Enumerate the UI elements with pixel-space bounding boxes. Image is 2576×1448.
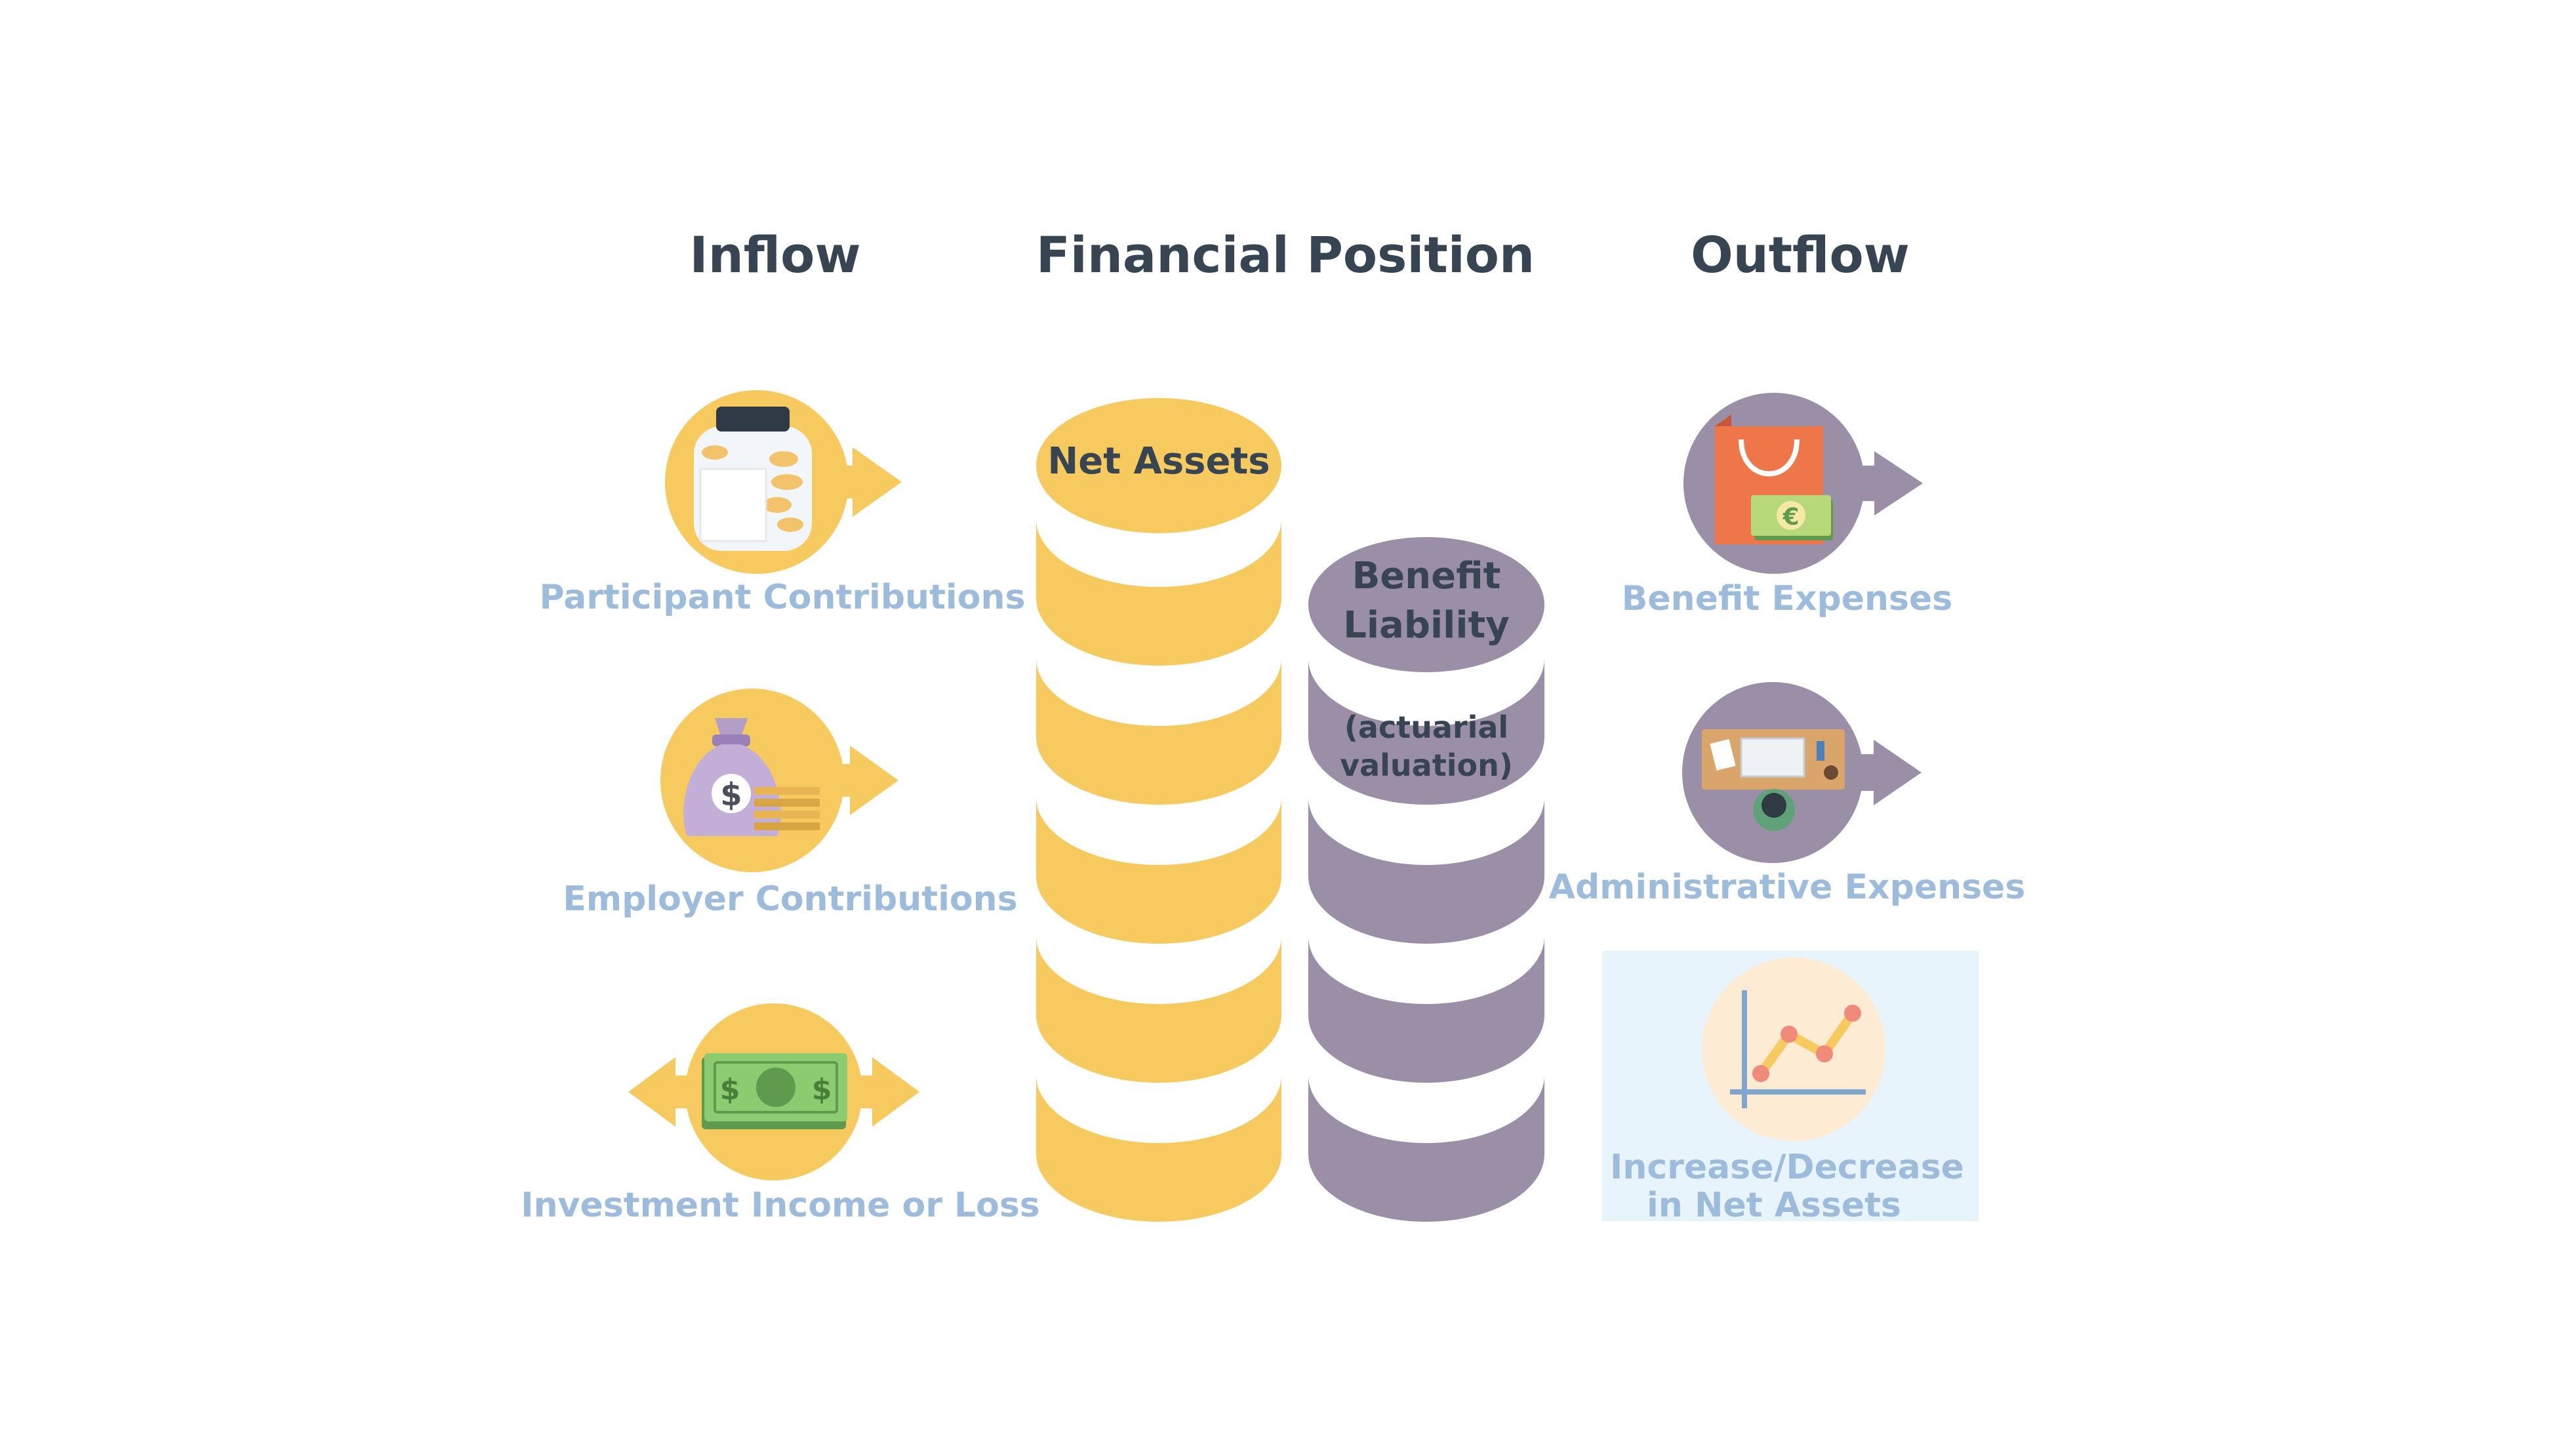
inflow-label: Investment Income or Loss xyxy=(521,1186,1039,1225)
left-arrow-icon xyxy=(628,1057,695,1127)
banknote-icon: $ $ xyxy=(702,1053,847,1129)
right-arrow-icon xyxy=(1857,740,1922,805)
right-arrow-icon xyxy=(846,447,902,517)
svg-text:€: € xyxy=(1782,504,1799,531)
valuation-label-line1: (actuarial xyxy=(1344,710,1508,745)
inflow-item-investment-income: $ $ Investment Income or Loss xyxy=(521,1003,1040,1225)
right-arrow-icon xyxy=(1859,451,1923,515)
heading-outflow: Outflow xyxy=(1691,226,1910,284)
inflow-item-participant-contributions: Participant Contributions xyxy=(540,390,1026,617)
benefit-liability-label-line1: Benefit xyxy=(1352,555,1501,597)
office-desk-icon xyxy=(1702,729,1845,831)
net-change-label-line1: Increase/Decrease xyxy=(1610,1148,1964,1187)
heading-inflow: Inflow xyxy=(689,226,860,284)
money-bag-icon: $ xyxy=(683,718,820,836)
outflow-item-benefit-expenses: € Benefit Expenses xyxy=(1622,393,1952,618)
right-arrow-icon xyxy=(842,746,898,815)
line-chart-icon xyxy=(1730,990,1866,1108)
outflow-label: Administrative Expenses xyxy=(1549,868,2026,907)
inflow-label: Employer Contributions xyxy=(563,879,1017,919)
svg-text:$: $ xyxy=(720,776,742,813)
svg-text:$: $ xyxy=(720,1073,740,1106)
heading-financial-position: Financial Position xyxy=(1036,226,1535,284)
inflow-item-employer-contributions: $ Employer Contributions xyxy=(563,689,1018,919)
benefit-liability-stack: Benefit Liability (actuarial valuation) xyxy=(1308,537,1544,1222)
net-assets-stack: Net Assets xyxy=(1036,398,1281,1222)
net-assets-top xyxy=(1036,398,1281,533)
net-assets-label: Net Assets xyxy=(1047,440,1270,483)
right-arrow-icon xyxy=(853,1057,919,1127)
shopping-bag-euro-icon: € xyxy=(1715,414,1833,544)
outflow-label: Benefit Expenses xyxy=(1622,579,1952,618)
svg-text:$: $ xyxy=(812,1073,832,1106)
valuation-label-line2: valuation) xyxy=(1340,748,1513,783)
benefit-liability-top xyxy=(1308,537,1544,672)
net-change-label-line2: in Net Assets xyxy=(1647,1186,1901,1225)
chart-circle xyxy=(1702,957,1885,1141)
inflow-label: Participant Contributions xyxy=(540,578,1026,617)
outflow-item-administrative-expenses: Administrative Expenses xyxy=(1549,682,2026,907)
coin-jar-icon xyxy=(694,407,812,551)
benefit-liability-label-line2: Liability xyxy=(1343,604,1510,647)
net-change-box: Increase/Decrease in Net Assets xyxy=(1602,951,1979,1225)
